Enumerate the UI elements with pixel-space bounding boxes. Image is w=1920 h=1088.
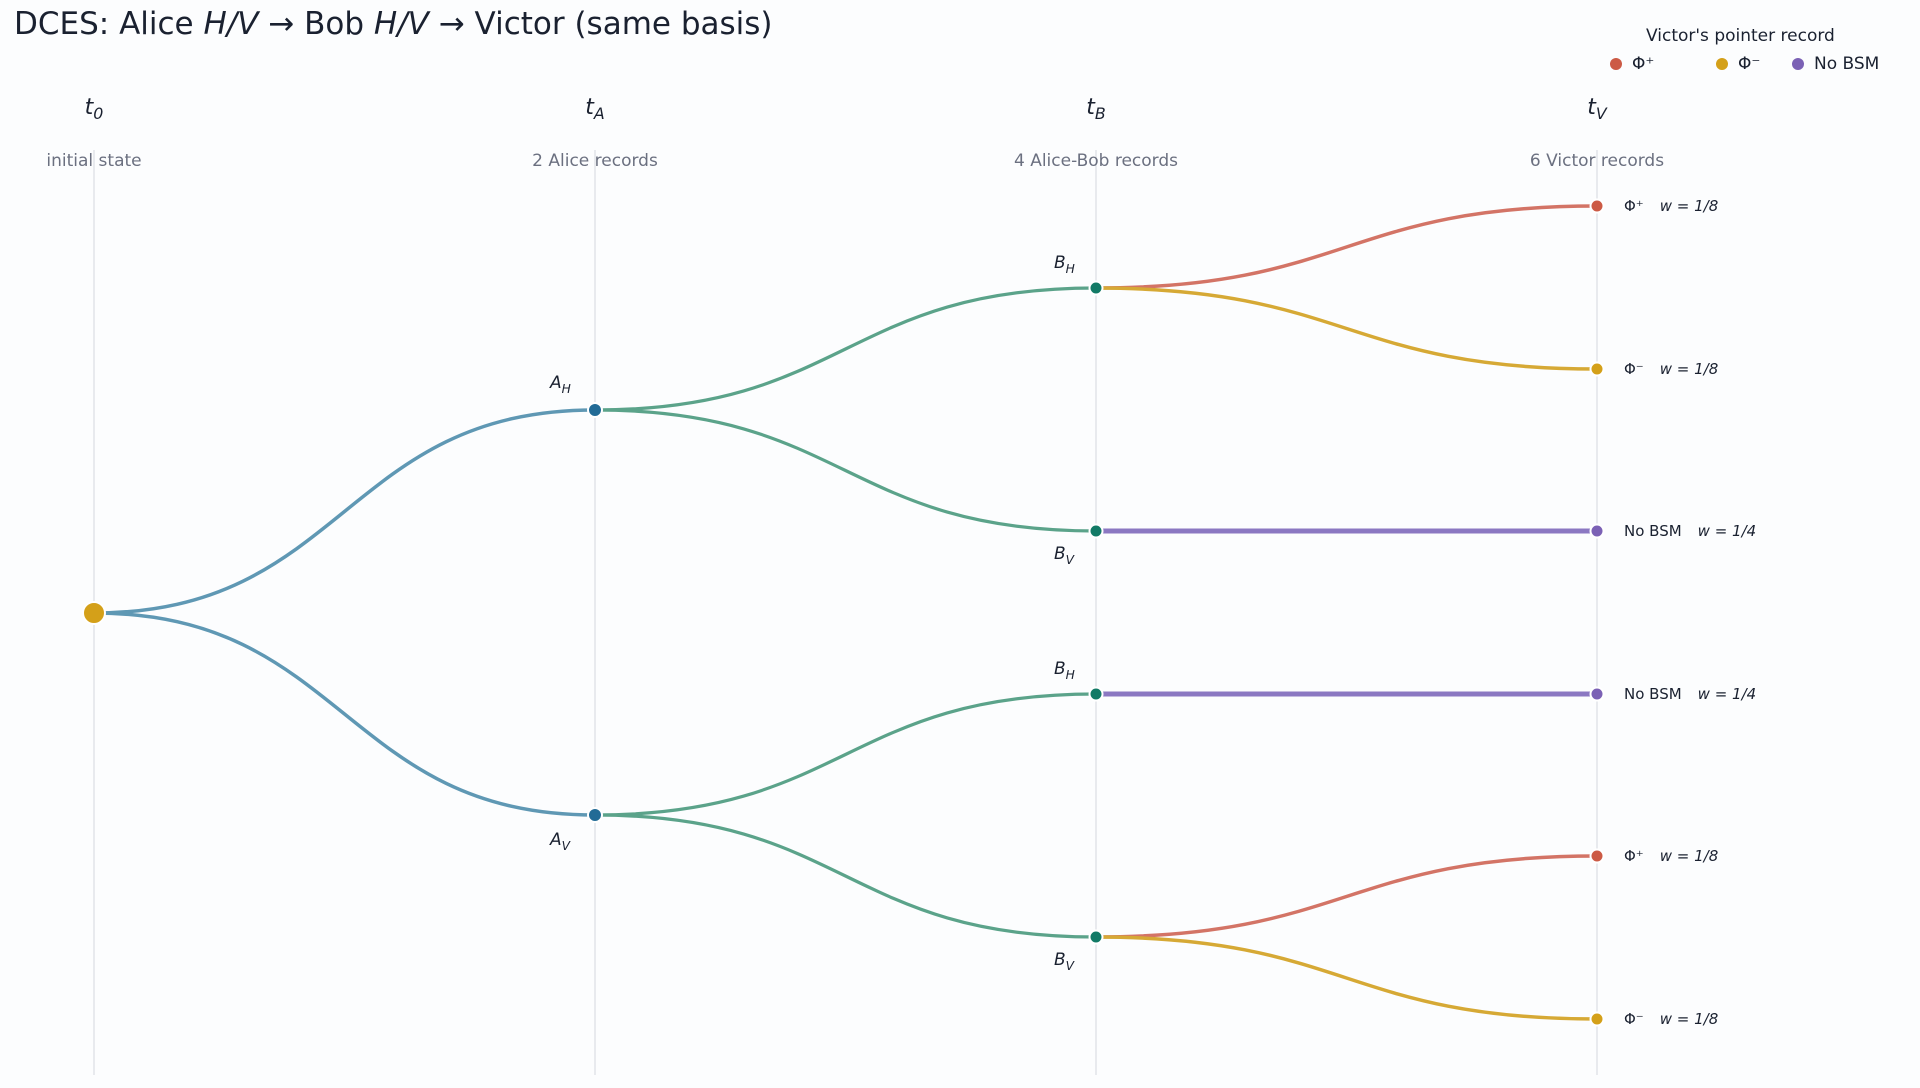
edge-bob-victor-5 bbox=[1095, 935, 1598, 1021]
edge-alice-bob-3 bbox=[594, 813, 1097, 939]
column-label-tB: tB bbox=[1086, 95, 1106, 123]
bob-node-label-0-sub: H bbox=[1066, 262, 1075, 276]
edge-alice-bob-2 bbox=[594, 692, 1097, 817]
bob-node-label-2-base: B bbox=[1054, 659, 1066, 679]
column-label-tV-base: t bbox=[1587, 95, 1597, 120]
title-prefix: DCES: Alice bbox=[14, 6, 204, 42]
victor-leaf-label-3: No BSM w = 1/4 bbox=[1624, 685, 1756, 703]
column-label-tA-sub: A bbox=[593, 104, 605, 123]
column-label-tB-sub: B bbox=[1095, 104, 1106, 123]
edge-root-alice-1 bbox=[93, 611, 596, 817]
column-label-tV-sub: V bbox=[1596, 104, 1608, 123]
bob-node-1 bbox=[1088, 523, 1104, 539]
column-label-tA: tA bbox=[585, 95, 604, 123]
edge-root-alice-0 bbox=[93, 408, 596, 615]
phi-plus-dot-icon bbox=[1610, 58, 1622, 70]
title-arrow-bob: → Bob bbox=[258, 6, 374, 42]
victor-leaf-label-1: Φ⁻ w = 1/8 bbox=[1624, 360, 1718, 378]
column-caption-tB: 4 Alice-Bob records bbox=[1014, 151, 1178, 171]
bob-node-label-1: BV bbox=[1054, 544, 1076, 567]
bob-node-label-0-base: B bbox=[1054, 253, 1066, 273]
edge-alice-bob-0 bbox=[594, 286, 1097, 412]
alice-node-label-1-base: A bbox=[549, 830, 562, 850]
bob-node-label-3-sub: V bbox=[1066, 959, 1076, 973]
victor-leaf-weight-4: w = 1/8 bbox=[1660, 847, 1719, 865]
victor-leaf-2 bbox=[1589, 523, 1605, 539]
alice-node-label-1: AV bbox=[549, 830, 572, 853]
victor-leaf-record-0: Φ⁺ bbox=[1624, 197, 1644, 215]
bob-node-label-1-base: B bbox=[1054, 544, 1066, 564]
bob-node-label-0: BH bbox=[1054, 253, 1075, 276]
legend-item-phi-minus: Φ⁻ bbox=[1716, 54, 1760, 74]
edge-bob-victor-4 bbox=[1095, 854, 1598, 939]
title-alice-basis: H/V bbox=[203, 6, 259, 42]
bob-node-label-3: BV bbox=[1054, 950, 1076, 973]
column-label-t0: t0 bbox=[85, 95, 104, 123]
bob-node-label-3-base: B bbox=[1054, 950, 1066, 970]
legend-item-phi-plus: Φ⁺ bbox=[1610, 54, 1654, 74]
alice-node-v bbox=[587, 807, 603, 823]
legend-title: Victor's pointer record bbox=[1646, 26, 1835, 46]
bob-node-2 bbox=[1088, 686, 1104, 702]
alice-node-label-0: AH bbox=[549, 373, 571, 396]
column-label-tB-base: t bbox=[1086, 95, 1096, 120]
column-label-t0-base: t bbox=[85, 95, 95, 120]
victor-leaf-0 bbox=[1589, 198, 1605, 214]
legend-label-phi-plus: Φ⁺ bbox=[1632, 54, 1655, 74]
victor-leaf-label-0: Φ⁺ w = 1/8 bbox=[1624, 197, 1718, 215]
no-bsm-dot-icon bbox=[1792, 58, 1804, 70]
column-label-tV: tV bbox=[1587, 95, 1608, 123]
column-label-tA-base: t bbox=[585, 95, 595, 120]
title-suffix: → Victor (same basis) bbox=[428, 6, 773, 42]
column-label-t0-sub: 0 bbox=[93, 104, 103, 123]
edge-alice-bob-1 bbox=[594, 408, 1097, 533]
column-caption-t0: initial state bbox=[46, 151, 141, 171]
bob-node-3 bbox=[1088, 929, 1104, 945]
alice-node-label-0-sub: H bbox=[562, 382, 571, 396]
victor-leaf-weight-5: w = 1/8 bbox=[1660, 1010, 1719, 1028]
title-bob-basis: H/V bbox=[373, 6, 429, 42]
victor-leaf-label-5: Φ⁻ w = 1/8 bbox=[1624, 1010, 1718, 1028]
victor-leaf-label-4: Φ⁺ w = 1/8 bbox=[1624, 847, 1718, 865]
victor-leaf-weight-1: w = 1/8 bbox=[1660, 360, 1719, 378]
legend-item-no-bsm: No BSM bbox=[1792, 54, 1879, 74]
alice-node-h bbox=[587, 402, 603, 418]
victor-leaf-5 bbox=[1589, 1011, 1605, 1027]
column-caption-tA: 2 Alice records bbox=[532, 151, 658, 171]
victor-leaf-record-1: Φ⁻ bbox=[1624, 360, 1644, 378]
bob-node-label-1-sub: V bbox=[1066, 553, 1076, 567]
edge-bob-victor-0 bbox=[1095, 204, 1598, 290]
bob-node-0 bbox=[1088, 280, 1104, 296]
legend-label-phi-minus: Φ⁻ bbox=[1738, 54, 1761, 74]
victor-leaf-4 bbox=[1589, 848, 1605, 864]
column-caption-tV: 6 Victor records bbox=[1530, 151, 1664, 171]
bob-node-label-2-sub: H bbox=[1066, 668, 1075, 682]
root-node bbox=[82, 601, 106, 625]
page-title: DCES: Alice H/V → Bob H/V → Victor (same… bbox=[14, 6, 773, 42]
bob-node-label-2: BH bbox=[1054, 659, 1075, 682]
victor-leaf-weight-0: w = 1/8 bbox=[1660, 197, 1719, 215]
victor-leaf-record-2: No BSM bbox=[1624, 522, 1682, 540]
victor-leaf-weight-2: w = 1/4 bbox=[1698, 522, 1757, 540]
victor-leaf-record-4: Φ⁺ bbox=[1624, 847, 1644, 865]
victor-leaf-record-3: No BSM bbox=[1624, 685, 1682, 703]
alice-node-label-0-base: A bbox=[549, 373, 562, 393]
victor-leaf-record-5: Φ⁻ bbox=[1624, 1010, 1644, 1028]
phi-minus-dot-icon bbox=[1716, 58, 1728, 70]
alice-node-label-1-sub: V bbox=[562, 839, 572, 853]
victor-leaf-label-2: No BSM w = 1/4 bbox=[1624, 522, 1756, 540]
edge-bob-victor-1 bbox=[1095, 286, 1598, 371]
legend-label-no-bsm: No BSM bbox=[1814, 54, 1880, 74]
victor-leaf-weight-3: w = 1/4 bbox=[1698, 685, 1757, 703]
victor-leaf-3 bbox=[1589, 686, 1605, 702]
victor-leaf-1 bbox=[1589, 361, 1605, 377]
